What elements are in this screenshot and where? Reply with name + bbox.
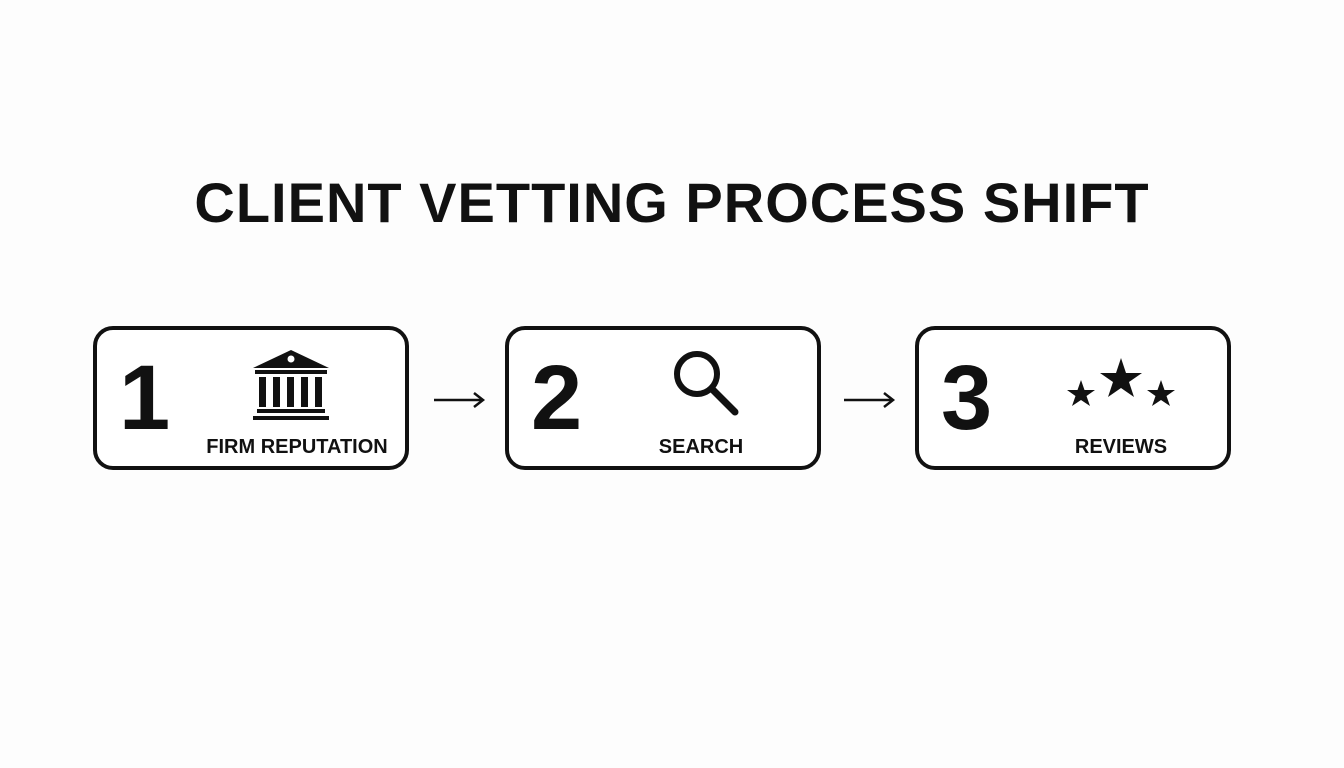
step-number: 2: [531, 347, 583, 449]
diagram-title: CLIENT VETTING PROCESS SHIFT: [194, 171, 1150, 234]
bank-building-icon: [253, 350, 329, 420]
arrow-right-icon: [434, 392, 486, 408]
step-label: FIRM REPUTATION: [206, 436, 388, 458]
step-2-box: 2 SEARCH: [505, 326, 821, 470]
magnifying-glass-icon: [674, 351, 739, 416]
stars-icon: [1067, 358, 1175, 406]
step-3-box: 3 REVIEWS: [915, 326, 1231, 470]
step-1-box: 1 FIRM REPUTATION: [93, 326, 409, 470]
step-label: SEARCH: [658, 436, 744, 458]
step-number: 1: [119, 347, 171, 449]
step-label: REVIEWS: [1074, 436, 1168, 458]
step-number: 3: [941, 347, 993, 449]
arrow-right-icon: [844, 392, 896, 408]
